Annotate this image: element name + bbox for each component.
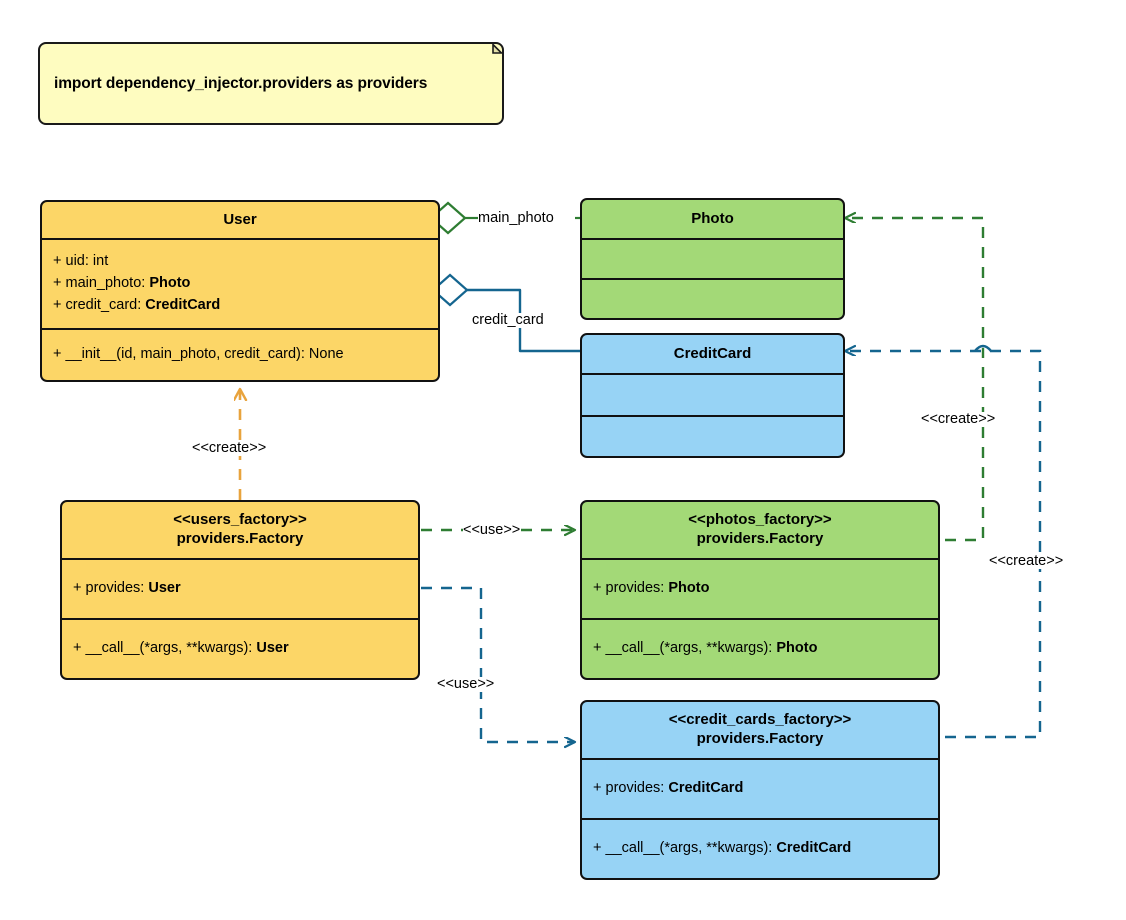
method-text: __call__(*args, **kwargs): bbox=[605, 640, 777, 657]
class-photo-header: Photo bbox=[582, 200, 843, 240]
class-user-methods: + __init__(id, main_photo, credit_card):… bbox=[42, 330, 438, 380]
import-note[interactable]: import dependency_injector.providers as … bbox=[38, 42, 504, 125]
edge-label-create-user: <<create>> bbox=[192, 440, 267, 456]
edge-label-main-photo: main_photo bbox=[478, 210, 554, 226]
attribute-text: main_photo: bbox=[65, 275, 150, 292]
attribute-visibility: + bbox=[53, 253, 66, 270]
edge-label-create-photo: <<create>> bbox=[921, 411, 996, 427]
class-user-header: User bbox=[42, 202, 438, 240]
edge-label-credit-card: credit_card bbox=[472, 312, 544, 328]
edge-users-factory-use-credit-cards-factory bbox=[421, 586, 575, 742]
class-photo-name: Photo bbox=[691, 209, 734, 227]
class-users-factory-header: <<users_factory>> providers.Factory bbox=[62, 502, 418, 560]
edge-label-use-photos-factory: <<use>> bbox=[463, 522, 521, 538]
method-row: + __init__(id, main_photo, credit_card):… bbox=[53, 344, 438, 366]
attribute-text: provides: bbox=[85, 580, 149, 597]
edge-label-create-credit-card: <<create>> bbox=[989, 553, 1064, 569]
method-row: + __call__(*args, **kwargs): User bbox=[73, 638, 418, 660]
class-photos-factory-name: providers.Factory bbox=[696, 530, 824, 547]
class-credit-cards-factory-attributes: + provides: CreditCard bbox=[582, 760, 938, 820]
attribute-visibility: + bbox=[53, 296, 66, 313]
attribute-visibility: + bbox=[593, 780, 606, 797]
import-note-text: import dependency_injector.providers as … bbox=[54, 74, 428, 92]
class-photo-attributes bbox=[582, 240, 843, 280]
class-user-attributes: + uid: int + main_photo: Photo + credit_… bbox=[42, 240, 438, 330]
class-user-name: User bbox=[223, 210, 257, 228]
class-box-users-factory[interactable]: <<users_factory>> providers.Factory + pr… bbox=[60, 500, 420, 680]
class-credit-card-name: CreditCard bbox=[673, 344, 752, 362]
method-visibility: + bbox=[593, 840, 606, 857]
class-box-user[interactable]: User + uid: int + main_photo: Photo + cr… bbox=[40, 200, 440, 382]
attribute-row: + provides: Photo bbox=[593, 578, 938, 600]
method-return-type: CreditCard bbox=[776, 840, 852, 857]
class-credit-card-methods bbox=[582, 417, 843, 456]
class-photos-factory-attributes: + provides: Photo bbox=[582, 560, 938, 620]
class-credit-cards-factory-stereotype: <<credit_cards_factory>> bbox=[668, 711, 852, 729]
edge-label-use-credit-cards-factory: <<use>> bbox=[437, 676, 495, 692]
attribute-text: provides: bbox=[605, 580, 669, 597]
attribute-row: + uid: int bbox=[53, 251, 438, 273]
method-return-type: User bbox=[256, 640, 289, 657]
method-row: + __call__(*args, **kwargs): Photo bbox=[593, 638, 938, 660]
attribute-type: CreditCard bbox=[668, 780, 744, 797]
class-users-factory-stereotype: <<users_factory>> bbox=[173, 511, 307, 529]
class-credit-cards-factory-name: providers.Factory bbox=[696, 730, 824, 747]
class-credit-card-header: CreditCard bbox=[582, 335, 843, 375]
method-row: + __call__(*args, **kwargs): CreditCard bbox=[593, 838, 938, 860]
class-box-photo[interactable]: Photo bbox=[580, 198, 845, 320]
method-visibility: + bbox=[593, 640, 606, 657]
attribute-row: + main_photo: Photo bbox=[53, 273, 438, 295]
class-box-credit-cards-factory[interactable]: <<credit_cards_factory>> providers.Facto… bbox=[580, 700, 940, 880]
method-text: __call__(*args, **kwargs): bbox=[85, 640, 257, 657]
class-users-factory-name: providers.Factory bbox=[176, 530, 304, 547]
attribute-text: provides: bbox=[605, 780, 669, 797]
method-visibility: + bbox=[53, 346, 66, 363]
attribute-type: CreditCard bbox=[145, 296, 221, 313]
class-photos-factory-methods: + __call__(*args, **kwargs): Photo bbox=[582, 620, 938, 678]
edge-photos-factory-create-photo bbox=[845, 218, 991, 542]
method-text: __call__(*args, **kwargs): bbox=[605, 840, 777, 857]
class-photos-factory-header: <<photos_factory>> providers.Factory bbox=[582, 502, 938, 560]
attribute-row: + provides: CreditCard bbox=[593, 778, 938, 800]
attribute-row: + credit_card: CreditCard bbox=[53, 295, 438, 317]
attribute-row: + provides: User bbox=[73, 578, 418, 600]
class-credit-card-attributes bbox=[582, 375, 843, 417]
method-text: __init__(id, main_photo, credit_card): N… bbox=[65, 346, 344, 363]
attribute-text: credit_card: bbox=[65, 296, 146, 313]
class-credit-cards-factory-header: <<credit_cards_factory>> providers.Facto… bbox=[582, 702, 938, 760]
attribute-visibility: + bbox=[53, 275, 66, 292]
class-users-factory-methods: + __call__(*args, **kwargs): User bbox=[62, 620, 418, 678]
method-return-type: Photo bbox=[776, 640, 818, 657]
attribute-text: uid: int bbox=[65, 253, 109, 270]
attribute-visibility: + bbox=[593, 580, 606, 597]
attribute-type: Photo bbox=[149, 275, 191, 292]
class-photo-methods bbox=[582, 280, 843, 318]
class-photos-factory-stereotype: <<photos_factory>> bbox=[688, 511, 832, 529]
class-users-factory-attributes: + provides: User bbox=[62, 560, 418, 620]
class-box-credit-card[interactable]: CreditCard bbox=[580, 333, 845, 458]
attribute-type: User bbox=[148, 580, 181, 597]
attribute-visibility: + bbox=[73, 580, 86, 597]
method-visibility: + bbox=[73, 640, 86, 657]
class-box-photos-factory[interactable]: <<photos_factory>> providers.Factory + p… bbox=[580, 500, 940, 680]
note-corner-fold-icon bbox=[479, 44, 502, 67]
attribute-type: Photo bbox=[668, 580, 710, 597]
class-credit-cards-factory-methods: + __call__(*args, **kwargs): CreditCard bbox=[582, 820, 938, 878]
edge-credit-cards-factory-create-credit-card bbox=[845, 344, 1042, 739]
